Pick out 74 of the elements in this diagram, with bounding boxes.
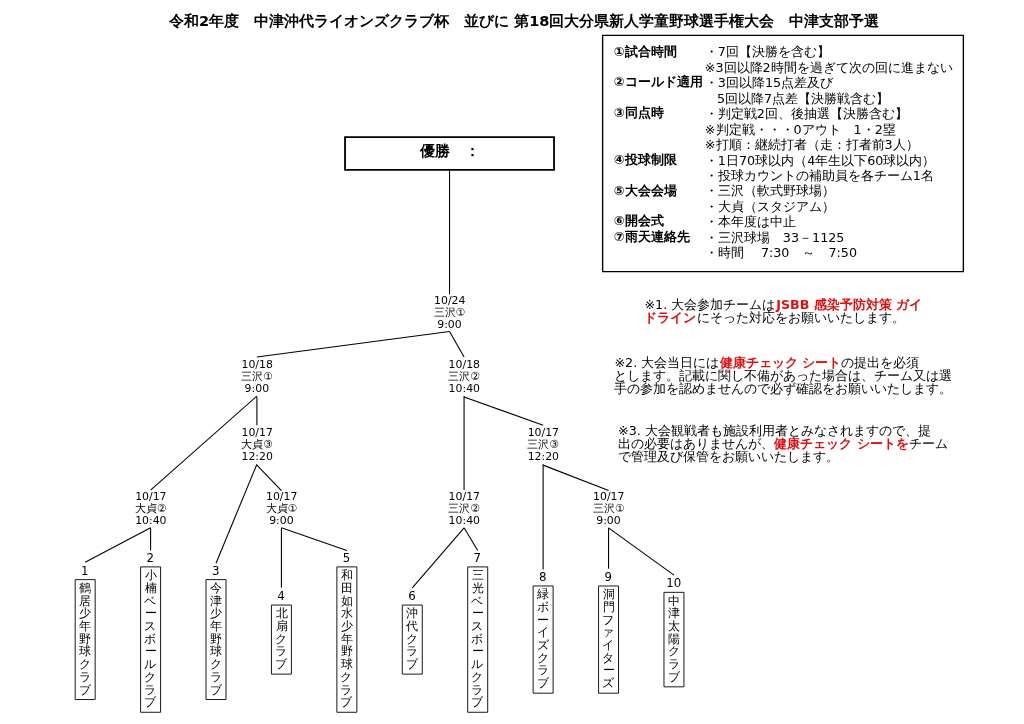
connector	[463, 395, 465, 491]
node-box: 緑ボーイズクラブ	[532, 585, 554, 694]
node-box: 今津少年野球クラブ	[205, 579, 227, 700]
node-box: 和田如水少年野球クラブ	[336, 566, 358, 713]
connector	[256, 331, 451, 358]
node-box: 北扇クラブ	[271, 604, 292, 675]
diagram-title: 令和2年度 中津沖代ライオンズクラブ杯 並びに 第18回大分県新人学童野球選手権大会 中津支部予選	[168, 13, 880, 30]
label: ・本年度は中止	[704, 214, 796, 230]
node-text: 10/17 三沢③ 12:20	[527, 426, 560, 463]
connector	[449, 331, 465, 358]
label: 5回以降7点差【決勝戦含む】	[716, 90, 890, 106]
node-text: 10/17 大貞③ 12:20	[241, 426, 273, 463]
node-label: 5	[342, 550, 351, 565]
node-label: 10	[666, 576, 682, 591]
label: ※2. 大会当日には健康チェック シートの提出を必須とします。記載に関し不備があった場合は、チーム又は選手の参加を認めませんので必ず確認をお願いいたします。	[614, 355, 953, 396]
node-text: 10/17 三沢② 10:40	[448, 490, 481, 527]
node-label: 2	[146, 550, 155, 565]
label: ・7回【決勝を含む】	[704, 44, 830, 60]
connector	[150, 527, 152, 552]
node-label: 8	[539, 569, 547, 584]
node-label: 9	[604, 569, 612, 584]
connector	[608, 527, 610, 570]
connector	[449, 170, 451, 295]
node-text: 10/24 三沢① 9:00	[433, 293, 466, 331]
connector	[463, 396, 544, 426]
connector	[256, 396, 258, 426]
label: ・三沢（軟式野球場）	[704, 183, 835, 199]
label: ・3回以降15点差及び	[704, 75, 834, 91]
connector	[542, 463, 544, 571]
label: ※打順：継続打者（走：打者前3人）	[704, 137, 919, 153]
label: ・投球カウントの補助員を各チーム1名	[704, 168, 934, 183]
label: ※1. 大会参加チームはJSBB 感染予防対策 ガイドラインにそった対応をお願いいたします。	[644, 297, 923, 326]
label: ⑥開会式	[613, 213, 664, 229]
connector	[542, 464, 610, 492]
node-text: 10/18 三沢① 9:00	[241, 358, 273, 395]
node-box: 三光ベースボールクラブ	[467, 566, 489, 713]
connector	[608, 527, 675, 576]
node-box: 小楠ベースボールクラブ	[140, 566, 162, 713]
node-box: 洞門ファイターズ	[598, 585, 619, 694]
label: ・判定戦2回、後抽選【決勝含む】	[704, 106, 908, 122]
label: ④投球制限	[613, 151, 677, 167]
node-text: 10/17 大貞② 10:40	[134, 490, 167, 527]
node-label: 7	[473, 550, 482, 565]
node-label: 6	[408, 588, 416, 603]
label: ・時間 7:30 ～ 7:50	[704, 245, 858, 261]
node-text: 10/17 大貞① 9:00	[265, 490, 298, 527]
connector	[215, 463, 258, 564]
connector	[280, 527, 282, 589]
node-box: 沖代クラブ	[401, 604, 423, 675]
connector	[84, 527, 152, 563]
label: ①試合時間	[613, 43, 677, 59]
label: ※3. 大会観戦者も施設利用者とみなされますので、提出の必要はありませんが、健康チェック シートをチームで管理及び保管をお願いいたします。	[618, 423, 948, 464]
label: ・1日70球以内（4年生以下60球以内）	[704, 152, 936, 168]
label: ・三沢球場 33－1125	[704, 229, 845, 245]
connector	[411, 527, 465, 589]
node-label: 1	[81, 563, 89, 578]
node-box: 中津太陽クラブ	[663, 591, 685, 688]
label: ⑤大会会場	[613, 182, 677, 198]
label: ③同点時	[613, 105, 664, 121]
label: ・大貞（スタジアム）	[704, 198, 835, 214]
node-box: 優勝 ：	[344, 136, 555, 171]
label: ⑦雨天連絡先	[613, 228, 690, 244]
connector	[463, 527, 479, 552]
node-text: 10/18 三沢② 10:40	[448, 358, 481, 395]
node-text: 10/17 三沢① 9:00	[592, 490, 625, 527]
label: ②コールド適用	[613, 74, 703, 90]
connector	[280, 527, 348, 552]
node-label: 3	[211, 563, 220, 578]
label: ※3回以降2時間を過ぎて次の回に進まない	[704, 59, 953, 75]
node-label: 4	[277, 588, 285, 603]
connector	[256, 464, 282, 492]
label: ※判定戦・・・0アウト 1・2塁	[704, 121, 896, 137]
connector	[150, 395, 258, 491]
node-box: 鶴居少年野球クラブ	[74, 579, 96, 700]
